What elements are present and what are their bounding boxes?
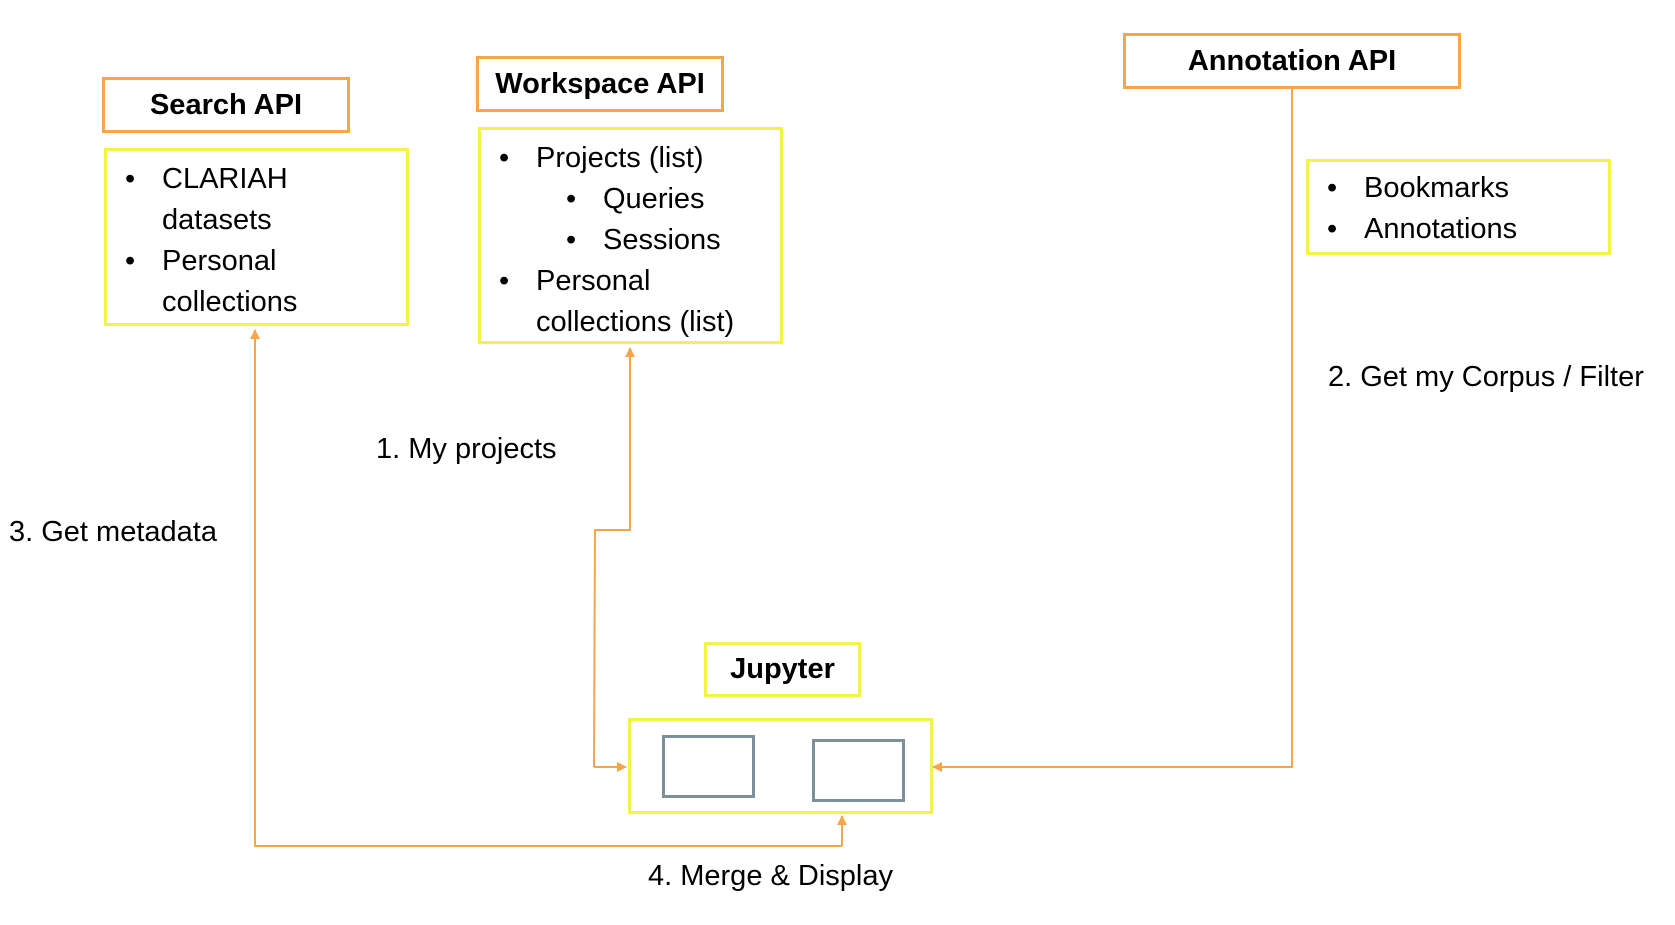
workspace-api-subitem: Sessions xyxy=(481,220,780,261)
search-api-item: Personal collections xyxy=(107,241,352,323)
search-api-title-text: Search API xyxy=(149,88,303,121)
workspace-api-title-text: Workspace API xyxy=(495,67,705,100)
annotation-api-list: Bookmarks Annotations xyxy=(1306,159,1611,255)
workspace-api-subitem: Queries xyxy=(481,179,780,220)
workspace-api-title: Workspace API xyxy=(476,56,724,112)
workspace-api-item-text: Projects (list) xyxy=(536,142,704,174)
annotation-api-item: Bookmarks xyxy=(1309,168,1608,209)
workspace-api-subitem-text: Queries xyxy=(603,183,705,215)
edge-get-metadata xyxy=(250,329,842,847)
annotation-api-item-text: Bookmarks xyxy=(1364,172,1510,204)
jupyter-title-text: Jupyter xyxy=(730,653,835,685)
search-api-item: CLARIAH datasets xyxy=(107,159,352,241)
jupyter-title: Jupyter xyxy=(704,642,861,697)
edge-get-corpus xyxy=(932,88,1293,772)
edge-my-projects xyxy=(593,347,635,768)
search-api-item-text: Personal collections xyxy=(162,245,298,318)
workspace-api-subitem-text: Sessions xyxy=(603,224,721,256)
workspace-api-list: Projects (list) Queries Sessions Persona… xyxy=(478,127,783,344)
workspace-api-item: Personal collections (list) xyxy=(481,261,766,343)
edge-label-get-metadata: 3. Get metadata xyxy=(9,516,217,548)
jupyter-cell-right xyxy=(812,739,905,802)
jupyter-cell-left xyxy=(662,735,755,798)
annotation-api-title: Annotation API xyxy=(1123,33,1461,89)
annotation-api-item-text: Annotations xyxy=(1364,213,1518,245)
search-api-list: CLARIAH datasets Personal collections xyxy=(104,148,409,326)
edge-label-my-projects: 1. My projects xyxy=(376,433,557,465)
edge-label-merge-display: 4. Merge & Display xyxy=(648,860,893,892)
search-api-item-text: CLARIAH datasets xyxy=(162,163,288,236)
workspace-api-item-text: Personal collections (list) xyxy=(536,265,735,338)
edge-label-get-corpus: 2. Get my Corpus / Filter xyxy=(1328,361,1644,393)
annotation-api-title-text: Annotation API xyxy=(1187,44,1397,77)
annotation-api-item: Annotations xyxy=(1309,209,1608,250)
workspace-api-item: Projects (list) xyxy=(481,138,780,179)
search-api-title: Search API xyxy=(102,77,350,133)
